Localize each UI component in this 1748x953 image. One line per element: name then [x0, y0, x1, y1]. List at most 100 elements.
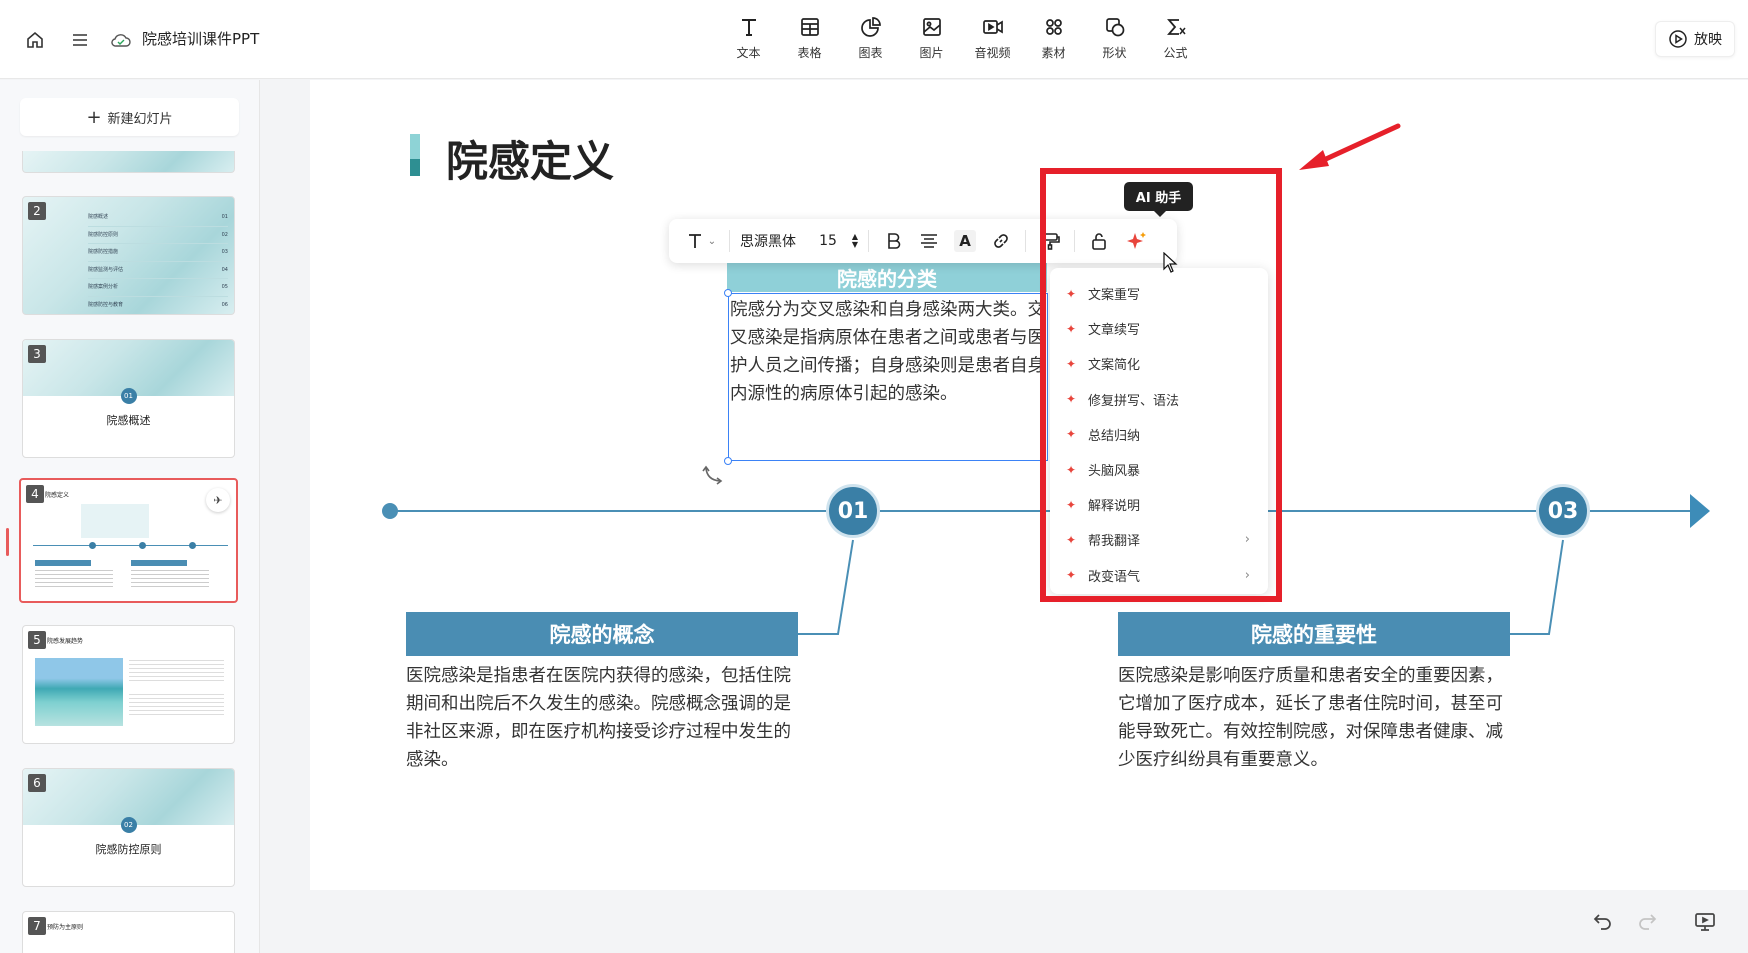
ai-sparkle-icon: ✦: [1066, 497, 1077, 512]
card1-heading[interactable]: 院感的概念: [406, 612, 798, 656]
ai-assistant-button[interactable]: [1117, 219, 1157, 263]
ai-sparkle-icon: [1127, 232, 1146, 249]
tool-chart[interactable]: 图表: [840, 16, 901, 61]
font-color-button[interactable]: A: [947, 219, 983, 263]
document-title[interactable]: 院感培训课件PPT: [142, 30, 260, 48]
video-icon: [982, 20, 1003, 34]
shape-icon: [1105, 18, 1124, 37]
ai-sparkle-icon: ✦: [1066, 321, 1077, 336]
ai-assistant-menu: ✦文案重写 ✦文章续写 ✦文案简化 ✦修复拼写、语法 ✦总结归纳 ✦头脑风暴 ✦…: [1050, 268, 1268, 594]
bold-button[interactable]: [875, 219, 911, 263]
timeline-node-03[interactable]: 03: [1536, 484, 1590, 538]
timeline-arrow: [1690, 494, 1710, 528]
ai-sparkle-icon: ✦: [1066, 532, 1077, 547]
title-accent-bar: [410, 134, 420, 176]
beach-image: [35, 658, 123, 726]
timeline-node-01[interactable]: 01: [826, 484, 880, 538]
play-icon: [1669, 30, 1687, 48]
slide-canvas[interactable]: [310, 80, 1748, 890]
selected-text-box[interactable]: [728, 293, 1048, 461]
chevron-right-icon: ›: [1244, 567, 1250, 583]
insert-toolbar: 文本 表格 图表 图片 音视频 素材 形状 公式: [718, 16, 1206, 61]
new-slide-button[interactable]: + 新建幻灯片: [20, 98, 239, 136]
cloud-saved-icon: [108, 27, 134, 53]
redo-icon[interactable]: [1636, 912, 1658, 936]
tool-image[interactable]: 图片: [901, 16, 962, 61]
align-button[interactable]: [911, 219, 947, 263]
slide-thumb-6[interactable]: 6 02 院感防控原则: [22, 768, 235, 887]
align-center-icon: [921, 234, 937, 248]
text-icon: [688, 234, 701, 248]
slide-thumb-5[interactable]: 5 院感发展趋势: [22, 625, 235, 744]
link-button[interactable]: [983, 219, 1019, 263]
undo-icon[interactable]: [1592, 912, 1614, 936]
ai-sparkle-icon: ✦: [1066, 392, 1077, 407]
resize-handle-bl[interactable]: [724, 457, 732, 465]
tool-text[interactable]: 文本: [718, 16, 779, 61]
presenter-view-icon[interactable]: [1694, 912, 1716, 936]
text-format-toolbar: ⌄ 思源黑体 15 ▲▼ A: [669, 219, 1177, 263]
ai-menu-continue[interactable]: ✦文章续写: [1066, 321, 1141, 339]
plus-icon: +: [86, 106, 102, 128]
font-size-stepper[interactable]: ▲▼: [851, 232, 859, 249]
card1-text[interactable]: 医院感染是指患者在医院内获得的感染，包括住院期间和出院后不久发生的感染。院感概念…: [406, 666, 791, 770]
slide-thumb-1[interactable]: [22, 151, 235, 173]
mouse-cursor-icon: [1162, 251, 1178, 278]
ai-menu-explain[interactable]: ✦解释说明: [1066, 497, 1141, 515]
rotate-icon[interactable]: [702, 464, 726, 490]
ai-menu-brainstorm[interactable]: ✦头脑风暴: [1066, 462, 1141, 480]
home-icon[interactable]: [22, 27, 48, 53]
card2-heading[interactable]: 院感的分类: [727, 262, 1047, 292]
ai-menu-fix-grammar[interactable]: ✦修复拼写、语法: [1066, 392, 1180, 409]
ai-sparkle-icon: ✦: [1066, 568, 1077, 583]
lock-button[interactable]: [1081, 219, 1117, 263]
pin-icon[interactable]: ✈: [206, 488, 230, 512]
ai-menu-simplify[interactable]: ✦文案简化: [1066, 356, 1141, 374]
tool-media[interactable]: 音视频: [962, 16, 1023, 61]
present-button[interactable]: 放映: [1655, 21, 1735, 57]
annotation-arrow-icon: [1295, 120, 1405, 180]
image-icon: [922, 18, 941, 36]
table-icon: [800, 18, 819, 36]
slide-title[interactable]: 院感定义: [446, 137, 615, 186]
grid-icon: [1045, 19, 1062, 35]
ai-sparkle-icon: ✦: [1066, 427, 1077, 442]
ai-sparkle-icon: ✦: [1066, 356, 1077, 371]
ai-menu-rewrite[interactable]: ✦文案重写: [1066, 286, 1141, 304]
chevron-right-icon: ›: [1244, 532, 1250, 548]
resize-handle-tl[interactable]: [724, 289, 732, 297]
tool-table[interactable]: 表格: [779, 16, 840, 61]
text-icon: [741, 19, 756, 36]
bottom-bar: [261, 890, 1748, 953]
font-family-select[interactable]: 思源黑体: [740, 234, 796, 250]
bold-icon: [888, 233, 901, 249]
slide-thumb-4[interactable]: 4 院感定义 ✈: [19, 478, 238, 603]
card3-heading[interactable]: 院感的重要性: [1118, 612, 1510, 656]
chevron-down-icon: ⌄: [707, 235, 717, 247]
link-icon: [994, 234, 1008, 248]
selected-text-content[interactable]: 院感分为交叉感染和自身感染两大类。交叉感染是指病原体在患者之间或患者与医护人员之…: [730, 300, 1045, 404]
slide-thumb-3[interactable]: 3 01 院感概述: [22, 339, 235, 458]
font-color-icon: A: [954, 230, 976, 252]
tool-assets[interactable]: 素材: [1023, 16, 1084, 61]
menu-icon[interactable]: [67, 27, 93, 53]
timeline-start-dot: [382, 503, 398, 519]
font-size-input[interactable]: 15: [819, 233, 837, 249]
slide-thumb-7[interactable]: 7 预防为主原则: [22, 911, 235, 953]
annotation-highlight-box: [1040, 168, 1282, 602]
card3-text[interactable]: 医院感染是影响医疗质量和患者安全的重要因素，它增加了医疗成本，延长了患者住院时间…: [1118, 666, 1503, 770]
ai-menu-summarize[interactable]: ✦总结归纳: [1066, 427, 1141, 444]
chart-icon: [860, 17, 881, 37]
active-slide-marker: [6, 528, 9, 556]
ai-menu-translate[interactable]: ✦帮我翻译›: [1066, 532, 1250, 550]
text-style-dropdown[interactable]: ⌄: [679, 219, 723, 263]
tool-formula[interactable]: 公式: [1145, 16, 1206, 61]
ai-sparkle-icon: ✦: [1066, 462, 1077, 477]
tool-shape[interactable]: 形状: [1084, 16, 1145, 61]
ai-menu-change-tone[interactable]: ✦改变语气›: [1066, 567, 1250, 585]
unlock-icon: [1092, 233, 1106, 250]
